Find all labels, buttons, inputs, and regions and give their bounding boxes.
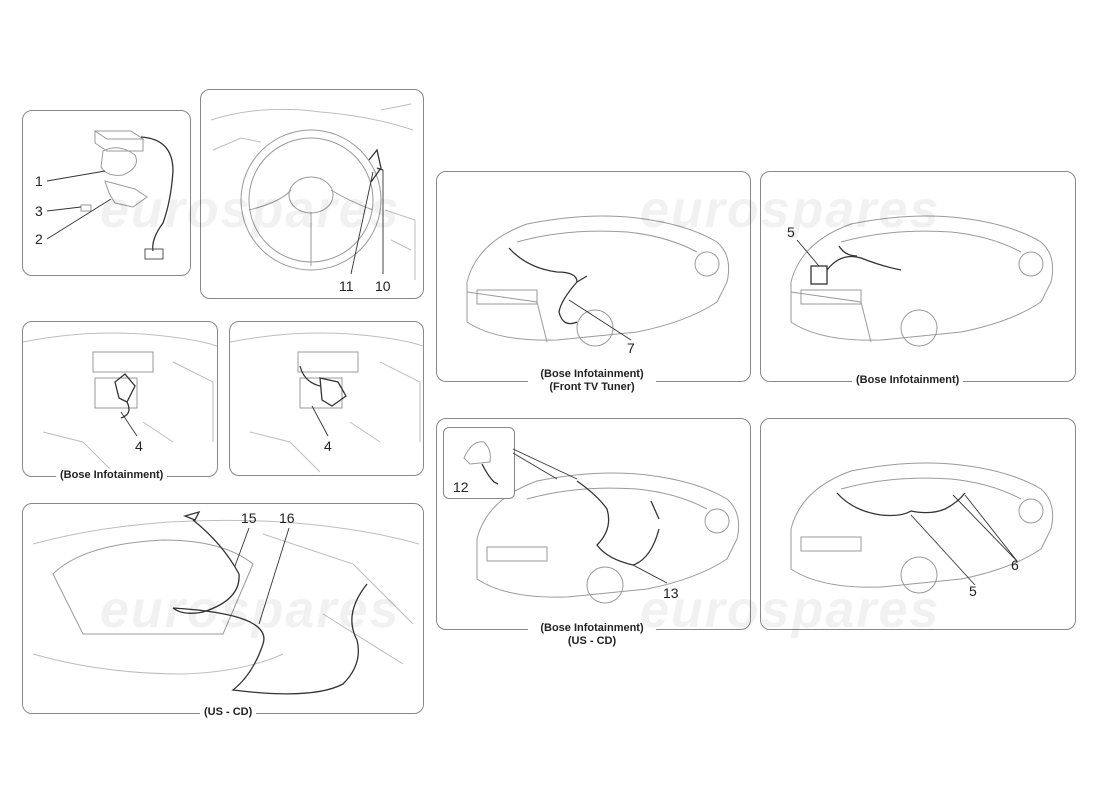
panel-bose-infotainment-rear: 5 [760, 171, 1076, 382]
leader-lines-e [120, 411, 138, 437]
caption-bose-infotainment-console: (Bose Infotainment) [56, 469, 168, 482]
inset-antenna-12 [443, 427, 515, 499]
caption-us-cd-rear: (Bose Infotainment) (US - CD) [528, 622, 656, 648]
panel-front-tv-tuner: 7 [436, 171, 751, 382]
console-left-drawing [23, 332, 217, 473]
car-rear-drawing-tv-tuner [466, 215, 730, 347]
leader-lines-i [234, 527, 290, 625]
leader-lines-b [350, 170, 384, 275]
part-number-12: 12 [453, 479, 469, 495]
part-number-11: 11 [339, 278, 354, 294]
leader-lines-f [311, 405, 329, 437]
caption-us-cd-line1: (Bose Infotainment) [540, 622, 644, 634]
caption-front-tv-tuner: (Bose Infotainment) (Front TV Tuner) [528, 368, 656, 394]
caption-us-cd-interior: (US - CD) [200, 706, 257, 719]
caption-bose-infotainment-rear: (Bose Infotainment) [852, 374, 964, 387]
caption-us-cd-line2: (US - CD) [567, 635, 617, 647]
shark-fin-antenna-drawing [463, 441, 499, 485]
caption-front-tv-line1: (Bose Infotainment) [540, 368, 644, 380]
part-number-6: 6 [1011, 557, 1019, 573]
car-rear-drawing-bose [790, 215, 1054, 347]
leader-lines-h [910, 494, 1018, 586]
panel-steering-wheel: 11 10 [200, 89, 424, 299]
leader-lines-d [796, 239, 820, 267]
panel-us-cd-rear-wiring: 5 6 [760, 418, 1076, 630]
part-number-3: 3 [35, 203, 43, 219]
leader-lines-c [568, 299, 632, 341]
panel-antenna-module: 1 3 2 [22, 110, 191, 276]
panel-us-cd-rear: 12 13 [436, 418, 751, 630]
part-number-7: 7 [627, 340, 635, 356]
part-number-15: 15 [241, 510, 257, 526]
leader-lines-a [46, 170, 112, 240]
part-number-5-bottom: 5 [969, 583, 977, 599]
panel-us-cd-interior: 15 16 [22, 503, 424, 714]
part-number-1: 1 [35, 173, 43, 189]
part-number-5-top: 5 [787, 224, 795, 240]
part-number-10: 10 [375, 278, 391, 294]
part-number-4-right: 4 [324, 438, 332, 454]
car-rear-drawing-wiring [790, 462, 1054, 594]
steering-wheel-drawing [210, 103, 416, 280]
part-number-2: 2 [35, 231, 43, 247]
panel-console-left: 4 [22, 321, 218, 477]
panel-console-right: 4 [229, 321, 424, 476]
part-number-13: 13 [663, 585, 679, 601]
caption-front-tv-line2: (Front TV Tuner) [549, 381, 635, 393]
car-rear-drawing-us-cd [476, 472, 740, 604]
leader-lines-g [512, 448, 668, 584]
part-number-16: 16 [279, 510, 295, 526]
interior-drawing-us-cd [32, 510, 420, 695]
console-right-drawing [230, 332, 423, 473]
part-number-4-left: 4 [135, 438, 143, 454]
